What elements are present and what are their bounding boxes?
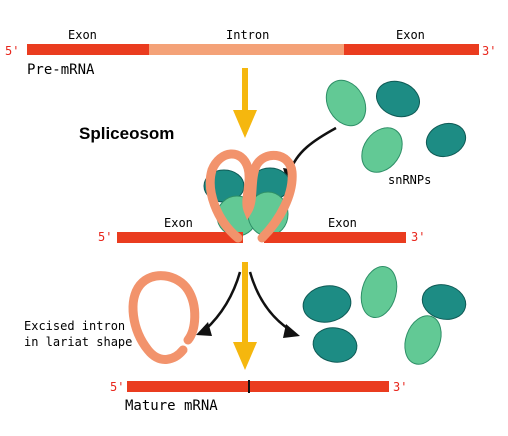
snrnp-particle bbox=[360, 266, 398, 318]
snrnps-label: snRNPs bbox=[388, 173, 431, 187]
premrna-exon-left bbox=[27, 44, 149, 55]
spliceosome-title: Spliceosom bbox=[79, 124, 174, 143]
premrna-5prime-label: 5' bbox=[5, 44, 19, 58]
intron-loop bbox=[205, 149, 297, 243]
snrnp-cluster bbox=[325, 79, 467, 173]
premrna-3prime-label: 3' bbox=[482, 44, 496, 58]
mature-mrna-name: Mature mRNA bbox=[125, 398, 218, 414]
premrna-intron bbox=[149, 44, 344, 55]
premrna-exon-right-label: Exon bbox=[396, 28, 425, 42]
excised-label-line2: in lariat shape bbox=[24, 335, 132, 349]
snrnp-particle bbox=[302, 285, 352, 323]
premrna-exon-right bbox=[344, 44, 479, 55]
spliced-exon-left bbox=[117, 232, 243, 243]
released-snrnps bbox=[302, 266, 467, 365]
spliced-exon-left-label: Exon bbox=[164, 216, 193, 230]
snrnp-particle bbox=[421, 284, 467, 320]
spliced-5prime-label: 5' bbox=[98, 230, 112, 244]
exon-junction bbox=[248, 380, 250, 393]
snrnp-particle bbox=[376, 80, 420, 118]
snrnp-particle bbox=[404, 315, 442, 365]
snrnp-particle bbox=[425, 122, 467, 158]
snrnp-particle bbox=[361, 127, 403, 173]
spliced-exon-right-label: Exon bbox=[328, 216, 357, 230]
premrna-intron-label: Intron bbox=[226, 28, 269, 42]
snrnp-particle bbox=[325, 79, 367, 127]
mature-mrna-strand bbox=[127, 381, 389, 392]
mature-5prime-label: 5' bbox=[110, 380, 124, 394]
premrna-name: Pre-mRNA bbox=[27, 62, 95, 78]
mature-3prime-label: 3' bbox=[393, 380, 407, 394]
premrna-exon-left-label: Exon bbox=[68, 28, 97, 42]
down-arrow-icon bbox=[233, 262, 257, 370]
spliced-3prime-label: 3' bbox=[411, 230, 425, 244]
excised-label-line1: Excised intron bbox=[24, 319, 125, 333]
excised-lariat bbox=[128, 271, 200, 364]
snrnp-particle bbox=[312, 327, 358, 363]
branching-arrows-icon bbox=[196, 271, 300, 338]
spliced-exon-right bbox=[264, 232, 406, 243]
down-arrow-icon bbox=[233, 68, 257, 138]
